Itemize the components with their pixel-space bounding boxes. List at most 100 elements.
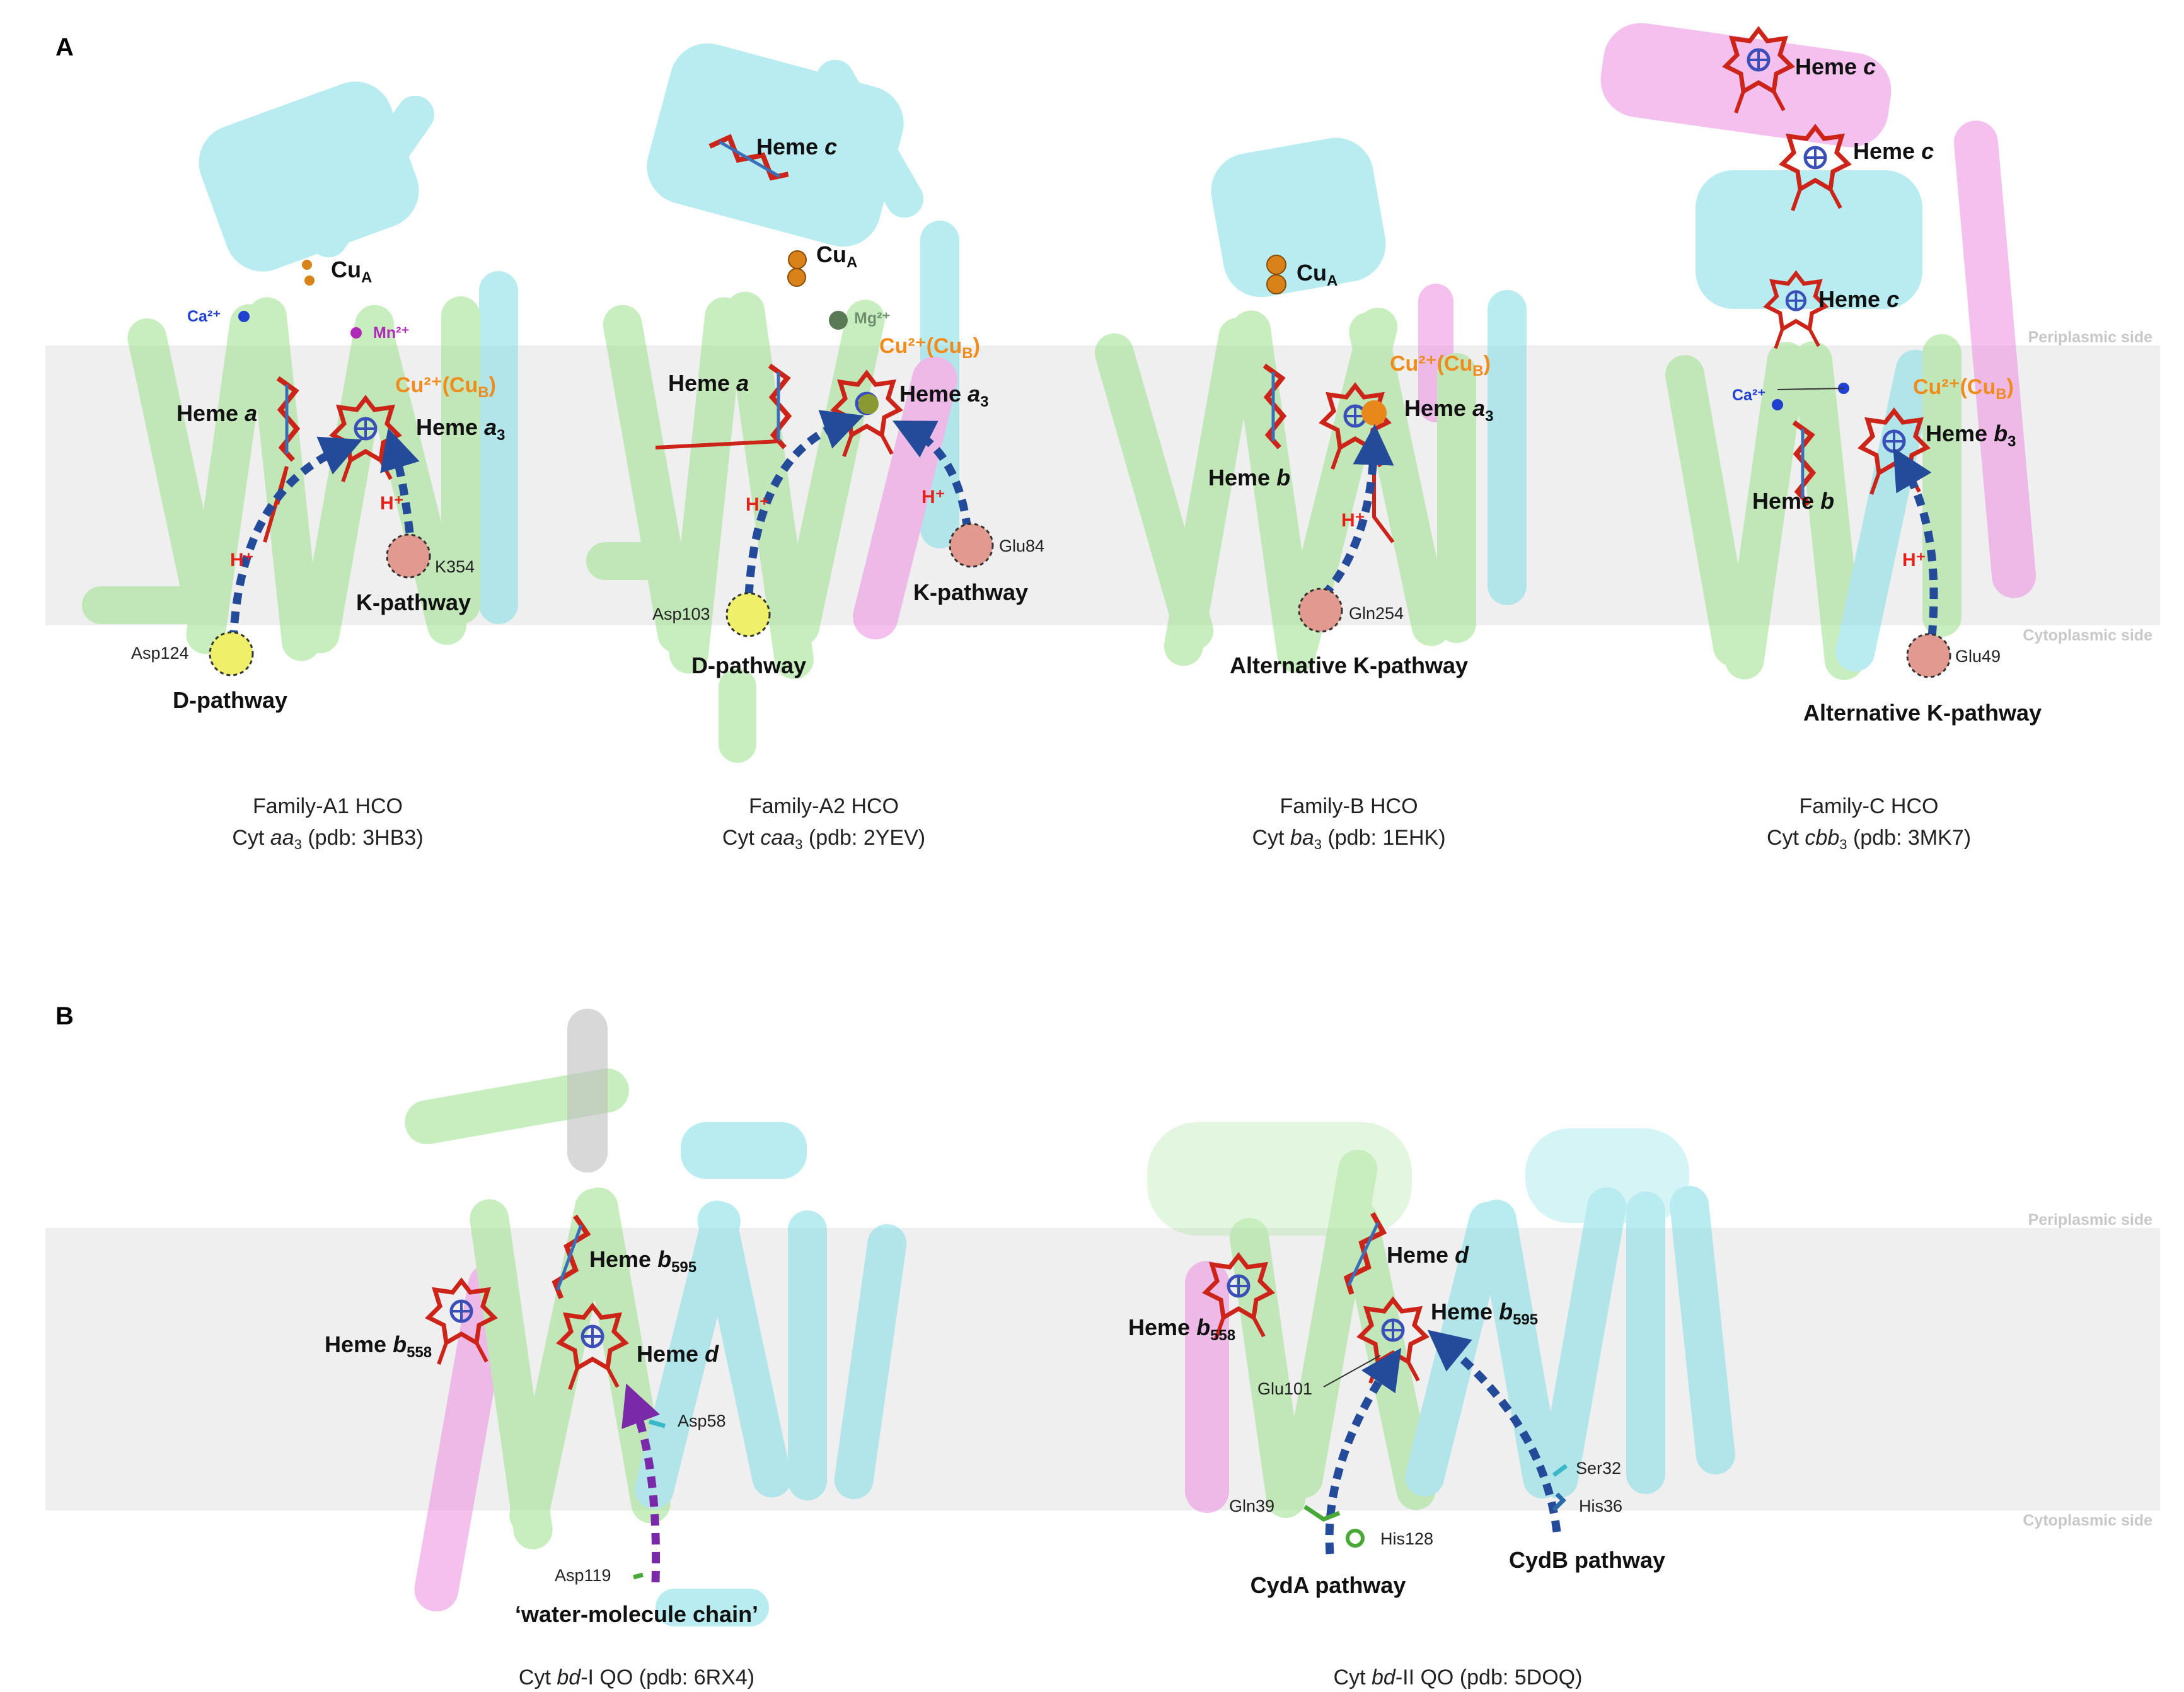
- svg-text:Heme c: Heme c: [1853, 138, 1934, 164]
- svg-text:Heme b: Heme b: [1752, 488, 1834, 514]
- residue-label-his36: His36: [1579, 1497, 1622, 1515]
- heme-a-label-a2: Heme: [668, 370, 736, 396]
- structure-a2: Heme c CuA Mg²⁺ Cu²⁺(CuB) Heme a Heme a3…: [586, 43, 1044, 852]
- svg-text:Heme a: Heme a: [668, 370, 749, 396]
- periplasmic-side-label-a: Periplasmic side: [2028, 328, 2152, 346]
- heme-c1-label-a4: Heme: [1795, 54, 1863, 79]
- svg-text:Cyt cbb3 (pdb: 3MK7): Cyt cbb3 (pdb: 3MK7): [1767, 826, 1971, 852]
- heme-c-label-a2: Heme: [756, 134, 824, 159]
- svg-text:Cyt bd-II QO (pdb: 5DOQ): Cyt bd-II QO (pdb: 5DOQ): [1334, 1666, 1583, 1689]
- residue-label-asp119: Asp119: [555, 1566, 611, 1585]
- k-pathway-arrow-a1: [380, 427, 420, 533]
- cub-label-a2: Cu²⁺(Cu: [879, 334, 962, 358]
- heme-d-label-b1: Heme: [637, 1341, 705, 1367]
- family-label-a4: Family-C HCO: [1800, 794, 1939, 818]
- heme-b558-label-b1: Heme: [325, 1331, 393, 1357]
- residue-label-glu101: Glu101: [1257, 1379, 1312, 1398]
- heme-c3-label-a4: Heme: [1818, 286, 1886, 312]
- svg-text:Heme a3: Heme a3: [1404, 395, 1493, 425]
- cyt-label-a4: Cyt: [1767, 826, 1805, 850]
- k-pathway-label-a2: K-pathway: [913, 579, 1028, 605]
- heme-a-label-a1: Heme: [176, 400, 245, 426]
- family-label-a1: Family-A1 HCO: [253, 794, 403, 818]
- panel-a-letter: A: [55, 33, 74, 61]
- svg-text:CuA: CuA: [816, 241, 857, 271]
- svg-text:Heme b595: Heme b595: [589, 1246, 696, 1276]
- hplus-a3: H⁺: [1341, 510, 1365, 531]
- cub-label-a1: Cu²⁺(Cu: [395, 373, 478, 397]
- residue-label-his128: His128: [1380, 1529, 1433, 1548]
- svg-text:Heme b3: Heme b3: [1926, 420, 2016, 450]
- residue-label-k354: K354: [435, 557, 475, 576]
- residue-label-glu84: Glu84: [999, 536, 1044, 555]
- heme-c2-label-a4: Heme: [1853, 138, 1921, 164]
- residue-label-ser32: Ser32: [1576, 1459, 1621, 1478]
- heme-b-label-a3: Heme: [1208, 465, 1276, 490]
- svg-text:CuA: CuA: [331, 257, 372, 286]
- residue-label-gln254: Gln254: [1349, 604, 1404, 623]
- protein-cartoon-a2: [586, 43, 959, 763]
- svg-text:Heme b595: Heme b595: [1431, 1299, 1538, 1328]
- hplus-a4: H⁺: [1902, 550, 1926, 571]
- glu84-residue: [949, 523, 994, 568]
- svg-text:Cyt caa3 (pdb: 2YEV): Cyt caa3 (pdb: 2YEV): [722, 826, 925, 852]
- structure-b2: Heme d Heme b558 Heme b595 Glu101 Ser32 …: [1128, 1122, 1735, 1689]
- residue-label-asp103: Asp103: [652, 605, 710, 623]
- svg-text:Heme c: Heme c: [1795, 54, 1876, 79]
- heme-b-label-a4: Heme: [1752, 488, 1820, 514]
- structure-a4: Heme c Heme c Heme c Ca²⁺ Cu²⁺(CuB) Heme…: [1600, 23, 2042, 852]
- cyt-label-a3: Cyt: [1252, 826, 1290, 850]
- cytoplasmic-side-label-b: Cytoplasmic side: [2023, 1512, 2152, 1529]
- alt-k-pathway-label-a3: Alternative K-pathway: [1230, 652, 1468, 678]
- cydb-pathway-arrow-b2: [1427, 1330, 1561, 1533]
- svg-text:Heme b558: Heme b558: [325, 1331, 432, 1361]
- family-label-a3: Family-B HCO: [1280, 794, 1418, 818]
- k354-residue: [386, 533, 431, 579]
- svg-text:Cyt bd-I QO (pdb: 6RX4): Cyt bd-I QO (pdb: 6RX4): [519, 1666, 754, 1689]
- heme-d-label-b2: Heme: [1387, 1242, 1455, 1268]
- cyda-pathway-arrow-b2: [1325, 1348, 1402, 1555]
- residue-label-asp58: Asp58: [678, 1411, 726, 1430]
- k-pathway-arrow-a2: [893, 420, 972, 530]
- svg-text:Heme b558: Heme b558: [1128, 1314, 1235, 1344]
- heme-a3-label-a3: Heme: [1404, 395, 1472, 421]
- alt-k-pathway-arrow-a3: [1320, 424, 1394, 599]
- svg-text:Heme d: Heme d: [1387, 1242, 1469, 1268]
- heme-a3-label-a2: Heme: [899, 381, 968, 407]
- d-pathway-arrow-a2: [744, 410, 864, 596]
- k-pathway-label-a1: K-pathway: [356, 589, 471, 615]
- glu49-residue: [1906, 633, 1951, 678]
- svg-text:Cu²⁺(CuB): Cu²⁺(CuB): [879, 334, 980, 362]
- svg-text:Heme c: Heme c: [1818, 286, 1899, 312]
- alt-k-pathway-arrow-a4: [1893, 447, 1938, 637]
- cua-label-a3: Cu: [1297, 260, 1327, 286]
- water-chain-arrow-b1: [621, 1383, 661, 1583]
- structure-b1: Heme b595 Heme b558 Heme d Asp58 Asp119 …: [325, 1009, 907, 1689]
- svg-text:Heme c: Heme c: [756, 134, 837, 159]
- cydb-pathway-label-b2: CydB pathway: [1509, 1547, 1665, 1573]
- svg-text:Heme a3: Heme a3: [416, 414, 505, 444]
- heme-b595-label-b2: Heme: [1431, 1299, 1499, 1324]
- family-label-a2: Family-A2 HCO: [749, 794, 899, 818]
- cyt-label-a1: Cyt: [232, 826, 270, 850]
- protein-cartoon-a4: [1600, 23, 2037, 680]
- cytoplasmic-side-label-a: Cytoplasmic side: [2023, 627, 2152, 644]
- d-pathway-label-a1: D-pathway: [173, 687, 287, 713]
- hplus-d-a1: H⁺: [230, 550, 254, 571]
- residue-label-gln39: Gln39: [1229, 1497, 1274, 1515]
- protein-cartoon-b1: [405, 1009, 907, 1626]
- cua-label-a2: Cu: [816, 241, 846, 267]
- cyt-label-b2: Cyt: [1334, 1666, 1372, 1689]
- cub-label-a3: Cu²⁺(Cu: [1390, 352, 1472, 376]
- residue-label-asp124: Asp124: [131, 644, 189, 663]
- svg-text:Heme d: Heme d: [637, 1341, 719, 1367]
- structure-a3: CuA Cu²⁺(CuB) Heme b Heme a3 H⁺ Gln254 A…: [1094, 137, 1527, 852]
- heme-b3-label-a4: Heme: [1926, 420, 1994, 446]
- mg-ion-label-a2: Mg²⁺: [854, 310, 891, 327]
- ca-ion-label-a1: Ca²⁺: [187, 308, 221, 325]
- svg-text:Cyt aa3 (pdb: 3HB3): Cyt aa3 (pdb: 3HB3): [232, 826, 423, 852]
- asp124-residue: [209, 631, 254, 676]
- ca-ion-label-a4: Ca²⁺: [1732, 386, 1765, 404]
- alt-k-pathway-label-a4: Alternative K-pathway: [1803, 700, 2042, 726]
